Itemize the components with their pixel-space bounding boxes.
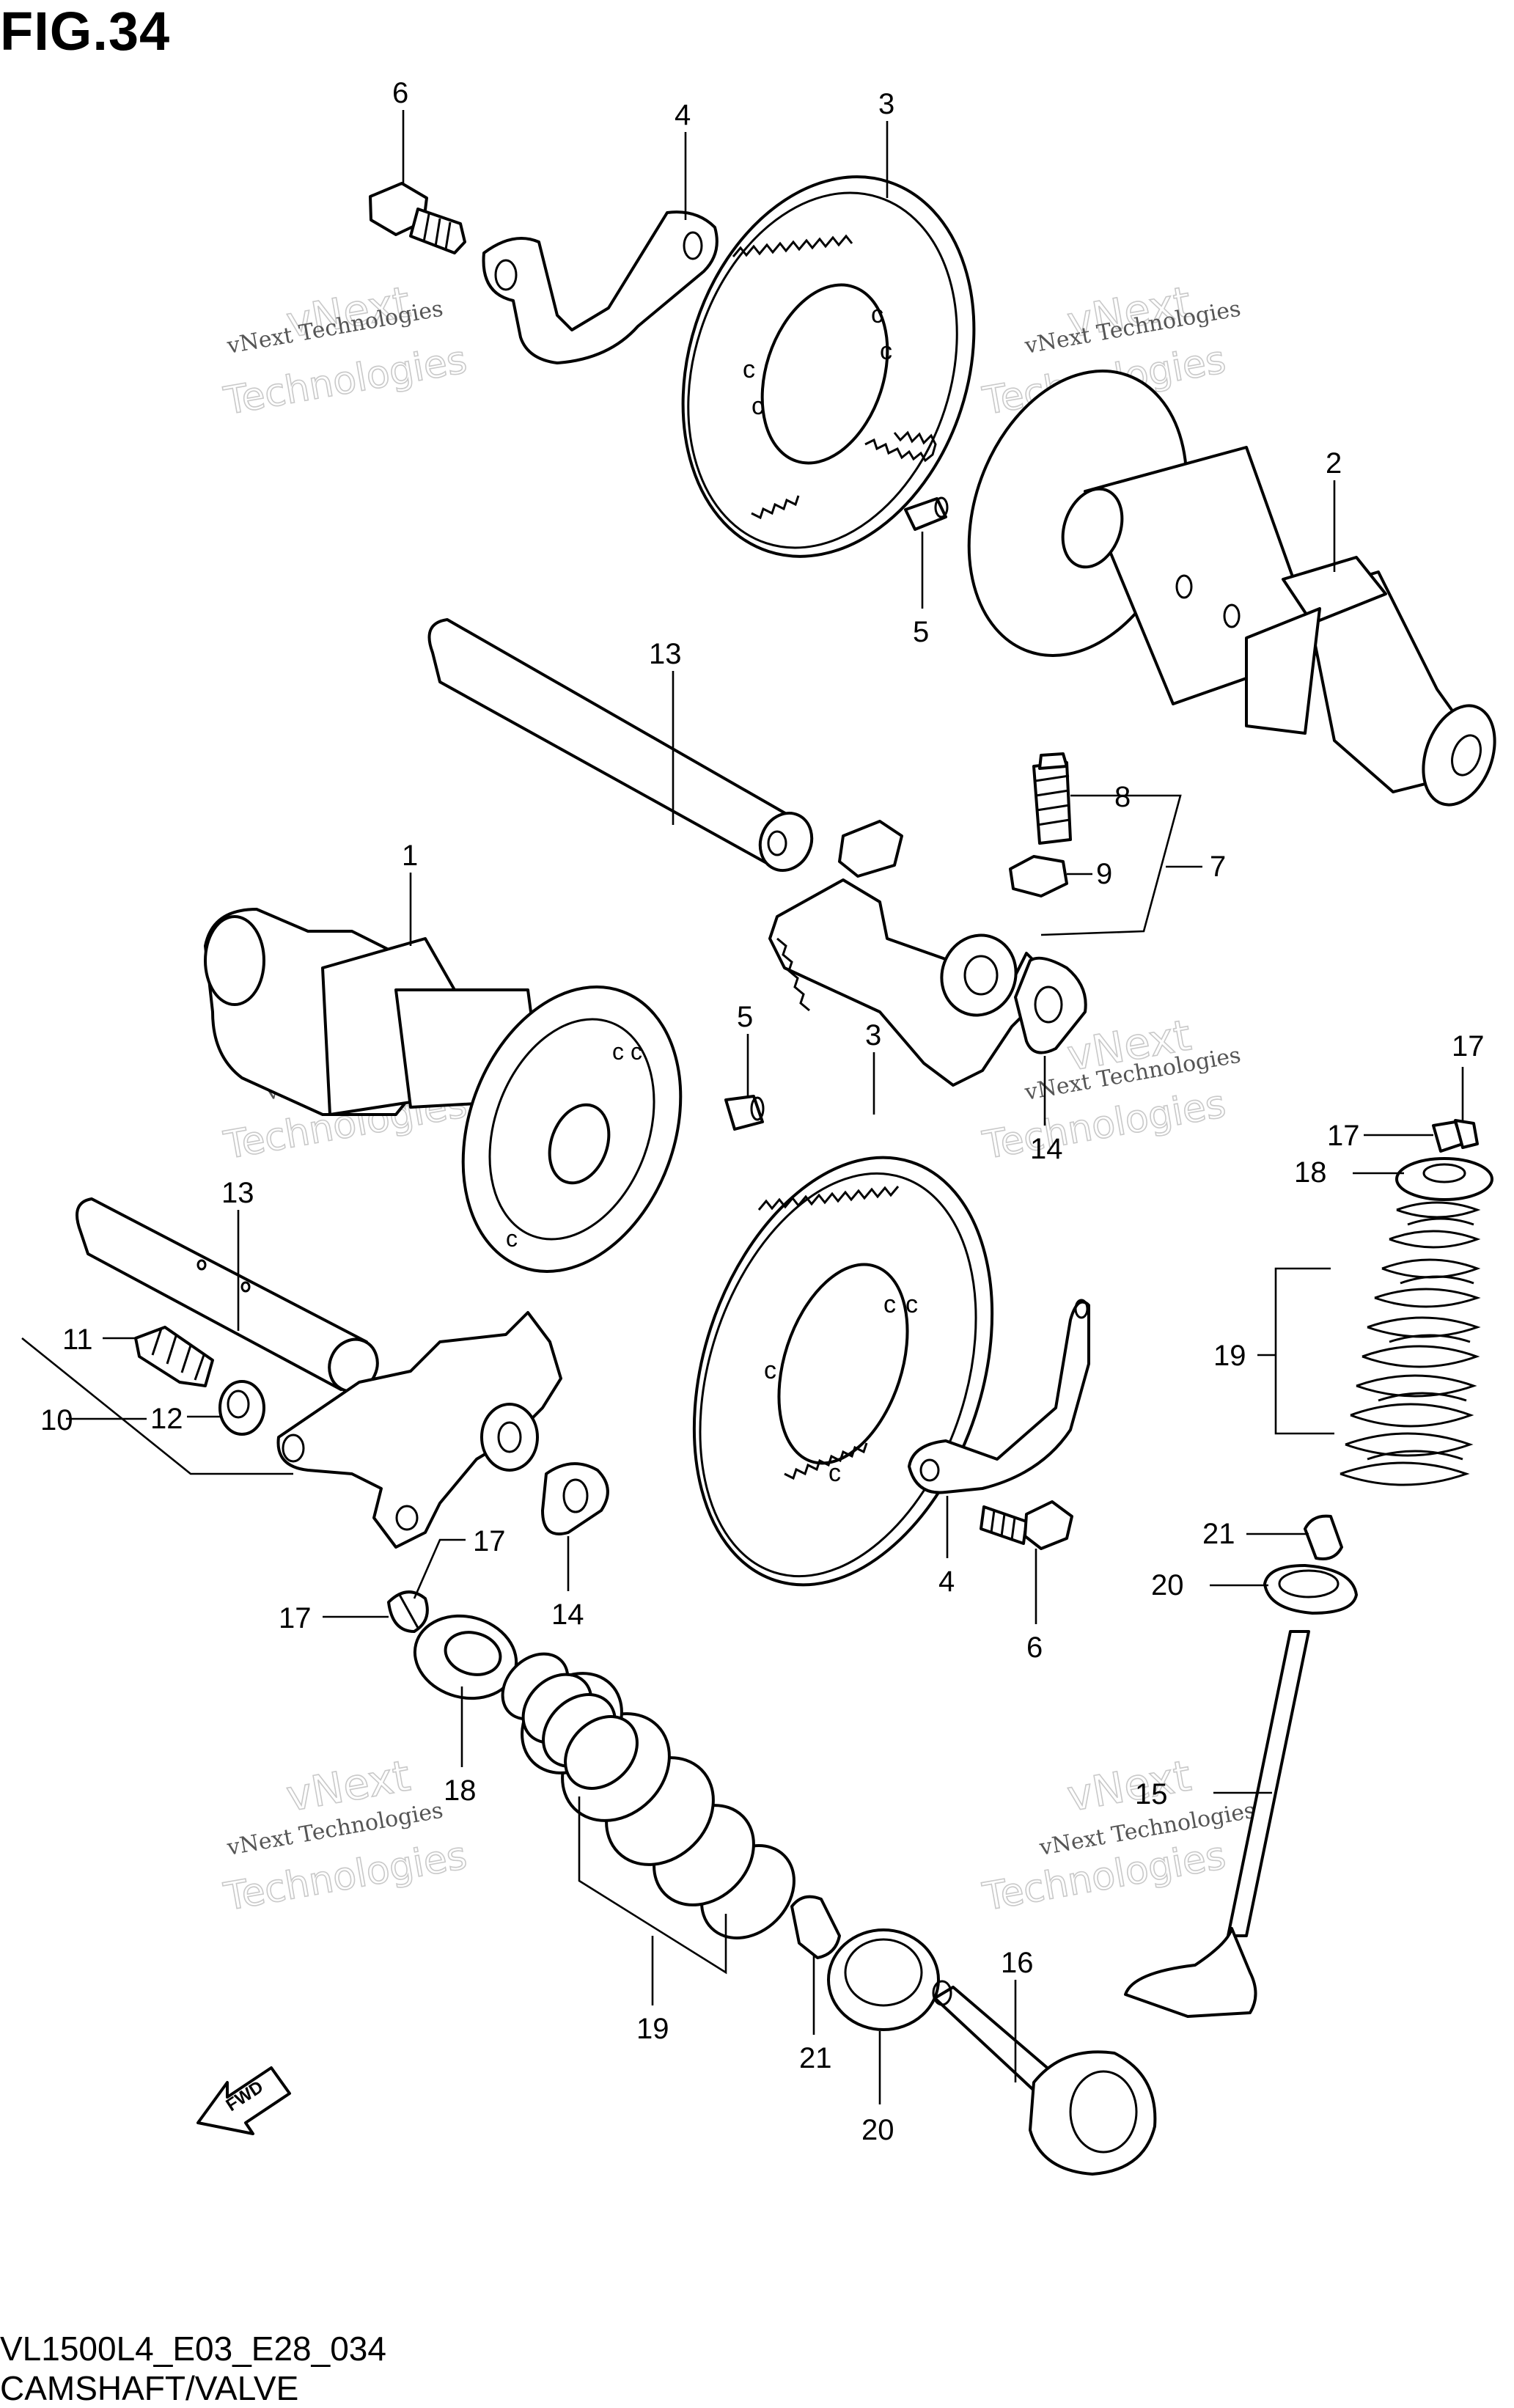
bracket-4-top bbox=[482, 210, 719, 364]
svg-text:c: c bbox=[506, 1225, 518, 1252]
svg-text:c: c bbox=[880, 337, 892, 365]
callout-18-left: 18 bbox=[444, 1774, 477, 1807]
callout-12: 12 bbox=[150, 1403, 183, 1435]
retainer-18-right bbox=[1395, 1157, 1493, 1201]
callout-8: 8 bbox=[1114, 781, 1131, 813]
diagram-name: CAMSHAFT/VALVE bbox=[0, 2369, 299, 2407]
callout-21-left: 21 bbox=[799, 2042, 832, 2074]
cotter-17-right bbox=[1432, 1119, 1479, 1153]
bracket-4-mid bbox=[908, 1299, 1090, 1494]
callout-14-mid: 14 bbox=[551, 1598, 584, 1631]
camshaft-2 bbox=[967, 370, 1496, 807]
callout-labels: 6 4 3 2 5 13 8 9 7 1 5 3 14 13 11 10 12 … bbox=[40, 77, 1485, 2146]
callout-6-top: 6 bbox=[392, 77, 408, 109]
callout-2: 2 bbox=[1326, 447, 1342, 480]
callout-16: 16 bbox=[1001, 1947, 1034, 1979]
callout-20-right: 20 bbox=[1151, 1569, 1184, 1601]
callout-5-top: 5 bbox=[913, 616, 929, 648]
adjusting-screw-8 bbox=[1032, 752, 1072, 845]
callout-4-top: 4 bbox=[675, 99, 691, 131]
fwd-arrow: FWD bbox=[196, 2066, 291, 2135]
callout-20-left: 20 bbox=[861, 2114, 894, 2146]
callout-17-right-a: 17 bbox=[1452, 1030, 1485, 1062]
callout-9: 9 bbox=[1096, 858, 1112, 890]
svg-text:c: c bbox=[828, 1459, 841, 1487]
rocker-arm-10 bbox=[276, 1311, 562, 1549]
callout-17-left-b: 17 bbox=[279, 1602, 312, 1634]
rocker-shaft-13-top bbox=[427, 618, 814, 872]
callout-13-mid: 13 bbox=[221, 1177, 254, 1209]
callout-7: 7 bbox=[1210, 851, 1226, 883]
spring-19-left bbox=[501, 1652, 795, 1939]
spring-seat-20-right bbox=[1263, 1564, 1358, 1615]
callout-1: 1 bbox=[402, 840, 418, 872]
rocker-shaft-13-mid bbox=[76, 1197, 379, 1393]
callout-15: 15 bbox=[1135, 1778, 1168, 1810]
callout-18-right: 18 bbox=[1294, 1156, 1327, 1189]
callout-19-left: 19 bbox=[636, 2013, 669, 2045]
svg-text:c: c bbox=[743, 356, 755, 383]
callout-5-mid: 5 bbox=[737, 1001, 753, 1033]
callout-17-left-a: 17 bbox=[473, 1525, 506, 1557]
watermark-bottom-right: vNext vNext Technologies Technologies bbox=[979, 1750, 1257, 1920]
svg-text:c: c bbox=[764, 1357, 776, 1384]
valve-seal-21-left bbox=[790, 1895, 841, 1959]
rocker-arm-7 bbox=[768, 820, 1043, 1087]
leader-lines bbox=[21, 110, 1464, 2104]
spring-seat-20-left bbox=[827, 1928, 940, 2031]
gear-3-top: c c c c bbox=[681, 175, 976, 558]
svg-text:c: c bbox=[883, 1291, 896, 1318]
washer-14-top bbox=[1014, 956, 1087, 1054]
svg-text:Technologies: Technologies bbox=[980, 1082, 1229, 1168]
callout-10: 10 bbox=[40, 1404, 73, 1436]
callout-14-top: 14 bbox=[1030, 1133, 1063, 1165]
adjusting-screw-11 bbox=[134, 1326, 214, 1387]
bolt-6-top bbox=[369, 182, 466, 254]
figure-title: FIG.34 bbox=[0, 1, 171, 62]
callout-21-right: 21 bbox=[1202, 1518, 1235, 1550]
diagram-code: VL1500L4_E03_E28_034 bbox=[0, 2330, 386, 2368]
pin-5-top bbox=[904, 496, 949, 531]
valve-15 bbox=[1124, 1630, 1310, 2018]
retainer-18-left bbox=[413, 1614, 518, 1700]
callout-3-mid: 3 bbox=[865, 1019, 881, 1051]
washer-14-mid bbox=[541, 1462, 609, 1535]
nut-9 bbox=[1009, 855, 1068, 898]
callout-13-top: 13 bbox=[649, 638, 682, 670]
callout-19-right: 19 bbox=[1213, 1340, 1246, 1372]
svg-text:vNext: vNext bbox=[1064, 1750, 1195, 1821]
valve-seal-21-right bbox=[1304, 1514, 1343, 1560]
callout-17-right-b: 17 bbox=[1327, 1120, 1360, 1152]
svg-text:c: c bbox=[752, 392, 764, 420]
watermark-top-left: vNext vNext Technologies Technologies bbox=[220, 276, 471, 425]
camshaft-1: c c c bbox=[204, 908, 683, 1273]
nut-12 bbox=[218, 1380, 265, 1436]
spring-19-right bbox=[1340, 1201, 1481, 1486]
callout-11: 11 bbox=[62, 1324, 93, 1356]
cotter-17-left bbox=[387, 1590, 429, 1633]
svg-text:c: c bbox=[631, 1038, 642, 1065]
svg-text:c: c bbox=[871, 301, 883, 328]
svg-text:c: c bbox=[612, 1038, 624, 1065]
svg-text:c: c bbox=[905, 1291, 918, 1318]
callout-3-top: 3 bbox=[878, 88, 894, 120]
callout-4-mid: 4 bbox=[938, 1565, 955, 1598]
pin-5-mid bbox=[724, 1095, 765, 1131]
valve-16 bbox=[932, 1980, 1157, 2176]
watermark-mid-right: vNext vNext Technologies Technologies bbox=[979, 1010, 1243, 1169]
callout-6-mid: 6 bbox=[1026, 1631, 1043, 1664]
bolt-6-mid bbox=[980, 1500, 1073, 1550]
watermark-bottom-left: vNext vNext Technologies Technologies bbox=[220, 1750, 471, 1920]
gear-3-mid: c c c c bbox=[692, 1156, 994, 1587]
